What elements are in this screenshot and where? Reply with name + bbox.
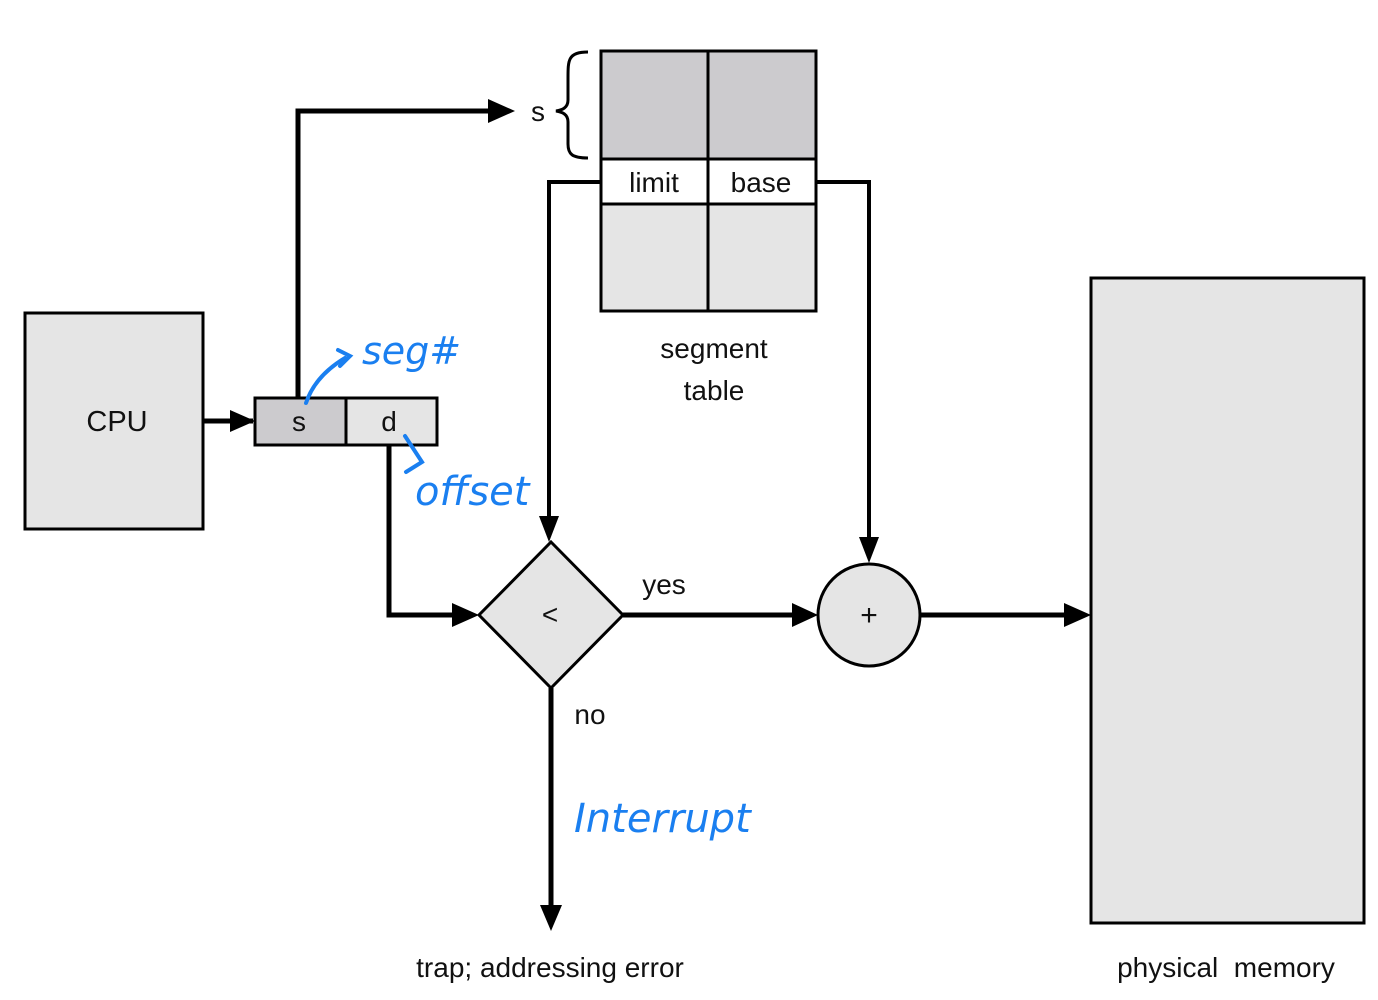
logical-address: s d [253, 396, 439, 447]
arrowhead [452, 603, 479, 627]
physical-memory-label: physical memory [1117, 952, 1335, 983]
offset-annotation: offset [415, 469, 531, 515]
segment-table-caption-line1: segment [660, 333, 768, 364]
segment-index-line [295, 108, 490, 398]
arrowhead [539, 516, 559, 542]
yes-label: yes [642, 569, 686, 600]
cpu-box: CPU [23, 311, 205, 531]
arrowhead [540, 905, 562, 931]
arrowhead [488, 99, 515, 123]
seg-annotation-arrow [304, 356, 347, 405]
seg-annotation: seg# [362, 329, 461, 373]
arrowhead [230, 410, 255, 432]
segment-field [253, 396, 348, 447]
physical-memory: physical memory [1089, 276, 1366, 983]
brace-icon [555, 50, 589, 160]
base-to-adder-line [816, 180, 871, 540]
adder-symbol: + [860, 599, 878, 632]
cpu-label: CPU [86, 406, 147, 438]
no-label: no [574, 699, 605, 730]
arrowhead [336, 348, 354, 368]
interrupt-annotation: Interrupt [574, 796, 752, 842]
arrowhead [792, 603, 818, 627]
segment-table-caption-line2: table [684, 375, 745, 406]
segment-table: limit base segment table [599, 49, 818, 406]
handwritten-annotations: seg# offset Interrupt [304, 329, 752, 842]
limit-column-label: limit [629, 167, 679, 198]
arrowhead [1064, 603, 1091, 627]
adder: + [816, 562, 922, 668]
segment-index-label: s [531, 96, 545, 127]
offset-annotation-arrow [403, 434, 425, 474]
base-column-label: base [731, 167, 792, 198]
limit-to-comparator-line [547, 180, 601, 520]
comparator-symbol: < [542, 599, 558, 630]
segment-field-label: s [292, 406, 306, 437]
comparator: < [476, 539, 626, 691]
offset-to-comparator-line [386, 445, 455, 618]
trap-label: trap; addressing error [416, 952, 684, 983]
offset-field-label: d [381, 406, 397, 437]
arrowhead [859, 537, 879, 563]
